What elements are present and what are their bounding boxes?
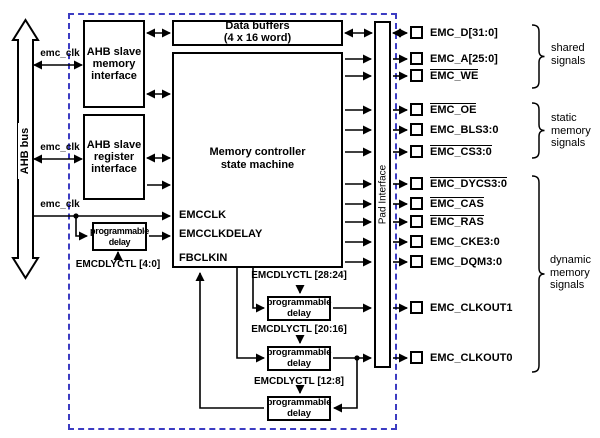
block-pad-interface [374,21,391,368]
block-label-line: interface [91,70,137,83]
signal-label-emc-ras: EMC_RAS [430,214,484,229]
pad-connection-box [410,69,423,82]
pad-connection-box [410,351,423,364]
pad-connection-box [410,301,423,314]
block-label-line: memory [92,57,136,70]
signal-label-emc-dycs: EMC_DYCS3:0 [430,176,508,191]
pad-connection-box [410,235,423,248]
block-label-line: interface [91,163,137,176]
group-label-shared-signals: shared signals [551,42,585,67]
group-label-line: memory [550,266,590,279]
brace-shared [531,24,545,89]
signal-row-emc-dycs: EMC_DYCS3:0 [410,176,508,191]
block-data-buffers: Data buffers (4 x 16 word) [172,20,343,46]
block-programmable-delay-clkout1: programmable delay [266,296,332,321]
brace-dynamic [531,175,545,373]
pad-connection-box [410,215,423,228]
group-label-static-memory-signals: static memory signals [551,112,591,150]
block-programmable-delay-clkout0: programmable delay [266,346,332,371]
signal-label-emc-cke: EMC_CKE3:0 [430,235,500,248]
block-label-line: AHB slave [86,45,142,58]
label-emc-clk-2: emc_clk [40,142,80,153]
pad-connection-box [410,52,423,65]
brace-static [531,102,545,159]
group-label-line: dynamic [550,254,591,266]
group-label-dynamic-memory-signals: dynamic memory signals [550,254,591,292]
block-label-line: Memory controller [209,146,306,158]
signal-label-emc-bls: EMC_BLS3:0 [430,123,499,136]
label-emcdlyctl-4-0: EMCDLYCTL [4:0] [75,259,161,270]
block-label-line: programmable [266,296,332,308]
signal-label-emc-a: EMC_A[25:0] [430,52,498,65]
block-ahb-slave-memory-interface: AHB slave memory interface [83,20,145,108]
signal-label-emc-cas: EMC_CAS [430,196,484,211]
block-label-line: delay [108,236,131,247]
group-label-line: signals [550,279,585,292]
signal-row-emc-d: EMC_D[31:0] [410,26,498,39]
pad-connection-box [410,197,423,210]
signal-label-emc-cs: EMC_CS3:0 [430,144,492,159]
port-label-emcclkdelay: EMCCLKDELAY [179,228,263,240]
block-label-line: Data buffers [225,20,290,33]
pad-interface-label: Pad Interface [377,164,389,225]
pad-connection-box [410,177,423,190]
block-label-line: programmable [266,346,332,358]
signal-row-emc-clkout1: EMC_CLKOUT1 [410,301,513,314]
block-label-line: programmable [266,396,332,408]
signal-row-emc-a: EMC_A[25:0] [410,52,498,65]
signal-group-braces [531,24,545,373]
pad-connection-box [410,103,423,116]
label-emc-clk-1: emc_clk [40,48,80,59]
group-label-line: memory [551,124,591,137]
label-emcdlyctl-28-24: EMCDLYCTL [28:24] [251,270,347,281]
group-label-line: shared [551,42,585,54]
block-label-line: delay [287,307,311,319]
label-emcdlyctl-12-8: EMCDLYCTL [12:8] [253,376,344,387]
signal-row-emc-clkout0: EMC_CLKOUT0 [410,351,513,364]
signal-label-emc-clkout1: EMC_CLKOUT1 [430,301,513,314]
signal-label-emc-oe: EMC_OE [430,102,477,117]
ahb-bus-label: AHB bus [18,123,32,179]
block-label-line: programmable [90,226,149,237]
block-programmable-delay-clk: programmable delay [90,222,149,251]
signal-row-emc-ras: EMC_RAS [410,214,484,229]
group-label-line: static [551,112,577,124]
block-label-line: delay [287,407,311,419]
state-machine-title: Memory controller state machine [174,146,341,172]
block-state-machine: Memory controller state machine EMCCLK E… [172,52,343,268]
signal-row-emc-bls: EMC_BLS3:0 [410,123,498,136]
signal-row-emc-we: EMC_WE [410,68,479,83]
signal-row-emc-dqm: EMC_DQM3:0 [410,255,502,268]
block-label-line: delay [287,357,311,369]
signal-label-emc-clkout0: EMC_CLKOUT0 [430,351,513,364]
label-emcdlyctl-20-16: EMCDLYCTL [20:16] [251,324,347,335]
label-emc-clk-3: emc_clk [40,199,80,210]
block-label-line: AHB slave [86,138,142,151]
pad-connection-box [410,255,423,268]
signal-row-emc-oe: EMC_OE [410,102,477,117]
pad-connection-box [410,26,423,39]
group-label-line: signals [551,54,586,67]
block-label-line: register [93,150,135,163]
block-programmable-delay-feedback: programmable delay [266,396,332,421]
signal-label-emc-we: EMC_WE [430,68,479,83]
signal-row-emc-cke: EMC_CKE3:0 [410,235,500,248]
block-label-line: (4 x 16 word) [223,32,292,44]
pad-connection-box [410,123,423,136]
port-label-emcclk: EMCCLK [179,209,227,221]
signal-label-emc-d: EMC_D[31:0] [430,26,498,39]
signal-label-emc-dqm: EMC_DQM3:0 [430,255,503,268]
pad-connection-box [410,145,423,158]
signal-row-emc-cas: EMC_CAS [410,196,484,211]
signal-row-emc-cs: EMC_CS3:0 [410,144,492,159]
block-label-line: state machine [220,158,295,171]
group-label-line: signals [551,137,586,150]
port-label-fbclkin: FBCLKIN [179,252,228,264]
block-ahb-slave-register-interface: AHB slave register interface [83,114,145,200]
